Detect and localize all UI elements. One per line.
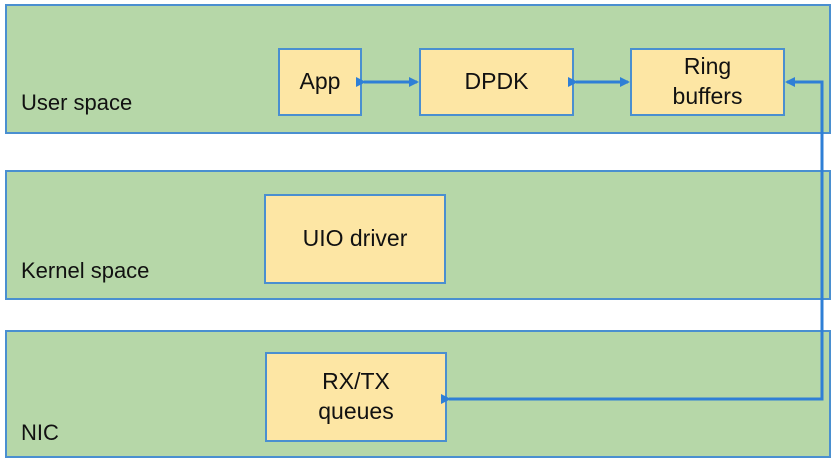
kernel-space-label: Kernel space — [21, 258, 150, 283]
user-space-label: User space — [21, 90, 133, 115]
rxtx-queues-label: RX/TX queues — [318, 368, 394, 424]
app-label: App — [299, 68, 341, 95]
nic-label: NIC — [21, 420, 59, 445]
uio-driver-label: UIO driver — [302, 225, 408, 252]
ring-to-queues-arrow — [441, 77, 824, 404]
app-box: App — [278, 48, 362, 116]
rxtx-queues-box: RX/TX queues — [265, 352, 447, 442]
